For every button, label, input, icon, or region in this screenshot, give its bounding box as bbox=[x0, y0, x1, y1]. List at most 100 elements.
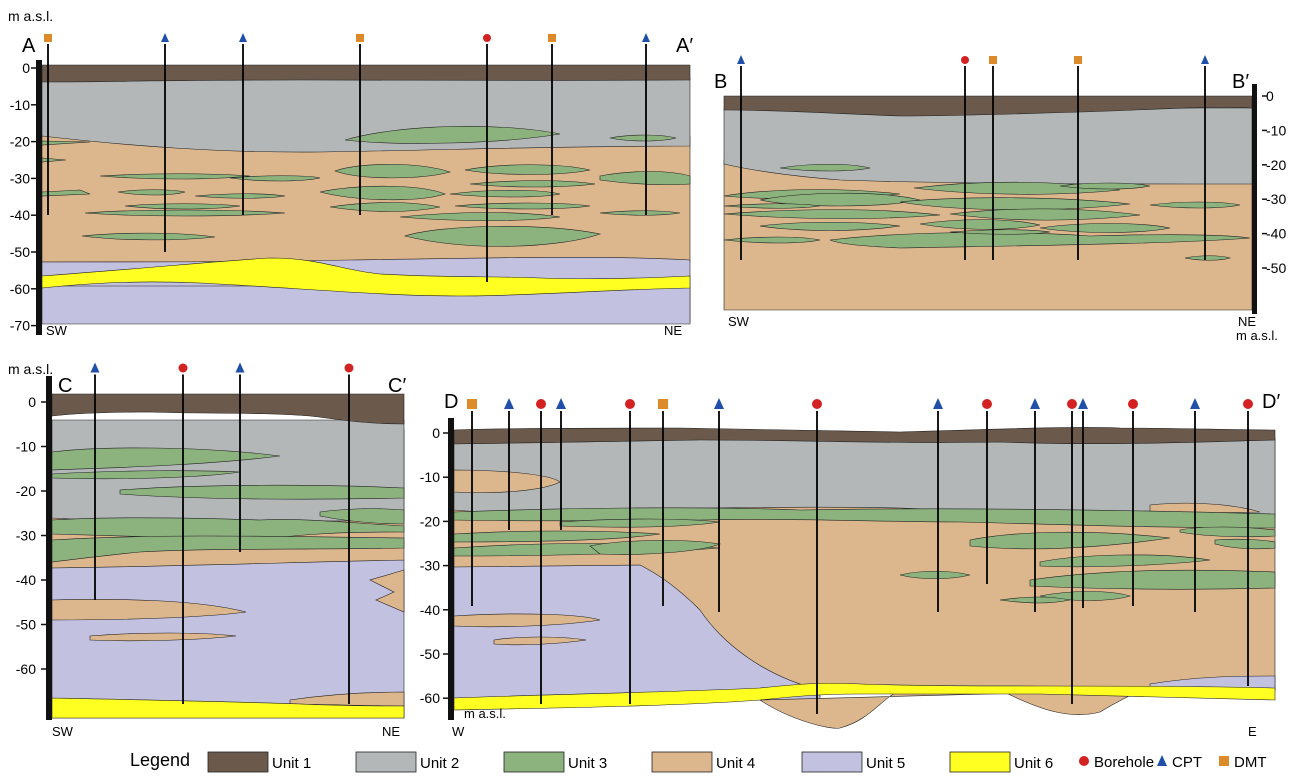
section-a-tick-label: -70 bbox=[10, 318, 30, 334]
section-d-direction-left: W bbox=[452, 724, 465, 739]
section-d-tick-label: -30 bbox=[420, 558, 440, 574]
section-b-borehole-marker bbox=[961, 56, 969, 64]
section-a-unit1 bbox=[41, 64, 691, 83]
section-b-cpt-marker bbox=[737, 55, 745, 64]
section-b-dmt-marker bbox=[989, 56, 997, 64]
section-d-borehole-marker bbox=[536, 399, 546, 409]
section-d-cpt-marker bbox=[504, 398, 514, 409]
section-b-unit3-lenses bbox=[723, 163, 1251, 261]
section-d-unit-label: m a.s.l. bbox=[464, 706, 506, 721]
section-a-unit-label: m a.s.l. bbox=[8, 8, 53, 24]
section-a-label-left: A bbox=[22, 35, 36, 57]
section-a-tick-label: -10 bbox=[10, 97, 30, 113]
section-d-direction-right: E bbox=[1248, 724, 1257, 739]
section-d-unit4-lens-1 bbox=[453, 613, 601, 628]
section-d-cpt-marker bbox=[1030, 398, 1040, 409]
legend-swatch-unit-1 bbox=[207, 751, 269, 773]
section-d-unit4-lens-2 bbox=[493, 636, 587, 646]
section-c-axis: 0-10-20-30-40-50-60 bbox=[16, 376, 52, 720]
section-a-unit6 bbox=[41, 257, 691, 297]
section-a-dmt-marker bbox=[44, 34, 52, 42]
legend-swatch-unit-2 bbox=[355, 751, 417, 773]
section-b-cpt-marker bbox=[1201, 55, 1209, 64]
legend-borehole-symbol bbox=[1079, 756, 1089, 766]
section-d-borehole-marker bbox=[625, 399, 635, 409]
section-c-unit4-lens-1 bbox=[51, 599, 247, 621]
section-a-tick-label: -30 bbox=[10, 170, 30, 186]
legend-label-unit-5: Unit 5 bbox=[866, 755, 905, 772]
section-d-unit4-top-lens bbox=[453, 469, 561, 493]
section-d-dmt-marker bbox=[467, 399, 477, 409]
cross-section-b: B B′ 0-10-20-30-40-50 bbox=[714, 55, 1286, 343]
legend-swatch-unit-3 bbox=[503, 751, 565, 773]
legend-cpt-symbol bbox=[1157, 755, 1167, 766]
section-d-borehole-marker bbox=[812, 399, 822, 409]
section-a-cpt-marker bbox=[642, 33, 650, 42]
section-d-borehole-marker bbox=[1243, 399, 1253, 409]
section-c-tick-label: -60 bbox=[16, 661, 36, 677]
section-c-label-right: C′ bbox=[388, 375, 406, 397]
legend-swatch-unit-6 bbox=[949, 751, 1011, 773]
section-d-dmt-marker bbox=[658, 399, 668, 409]
section-d-cpt-marker bbox=[1190, 398, 1200, 409]
section-c-direction-left: SW bbox=[52, 724, 74, 739]
section-a-dmt-marker bbox=[356, 34, 364, 42]
section-a-borehole-marker bbox=[483, 34, 491, 42]
section-c-tick-label: -30 bbox=[16, 528, 36, 544]
section-d-borehole-marker bbox=[1067, 399, 1077, 409]
legend-label-borehole: Borehole bbox=[1094, 754, 1154, 771]
section-c-cpt-marker bbox=[90, 362, 100, 373]
section-c-tick-label: 0 bbox=[28, 394, 36, 410]
section-d-tick-label: -40 bbox=[420, 602, 440, 618]
section-a-unit3-lenses bbox=[41, 126, 691, 247]
section-b-axis: 0-10-20-30-40-50 bbox=[1252, 84, 1286, 314]
section-a-tick-label: -50 bbox=[10, 244, 30, 260]
cross-section-c: m a.s.l. C C′ 0-10-20-30-40-50-60 SW NE bbox=[8, 361, 406, 739]
legend-label-unit-4: Unit 4 bbox=[716, 755, 755, 772]
section-d-label-left: D bbox=[444, 391, 458, 413]
section-d-unit3-lenses bbox=[453, 507, 1276, 604]
section-c-unit6 bbox=[51, 697, 405, 719]
cross-section-d: D D′ 0-10-20-30-40-5 bbox=[420, 391, 1281, 739]
section-c-borehole-marker bbox=[344, 363, 354, 373]
section-b-unit2 bbox=[723, 107, 1253, 185]
legend-label-unit-1: Unit 1 bbox=[272, 755, 311, 772]
section-d-cpt-marker bbox=[933, 398, 943, 409]
section-c-tick-label: -40 bbox=[16, 572, 36, 588]
section-b-label-left: B bbox=[714, 71, 727, 93]
section-b-tick-label: -40 bbox=[1266, 226, 1286, 242]
legend-label-unit-6: Unit 6 bbox=[1014, 755, 1053, 772]
section-d-tick-label: -50 bbox=[420, 646, 440, 662]
section-b-unit-label: m a.s.l. bbox=[1236, 328, 1278, 343]
section-a-tick-label: -20 bbox=[10, 134, 30, 150]
legend-label-dmt: DMT bbox=[1234, 754, 1267, 771]
section-c-unit4-wedge bbox=[369, 569, 405, 613]
section-d-borehole-marker bbox=[982, 399, 992, 409]
legend-swatch-unit-5 bbox=[801, 751, 863, 773]
section-b-tick-label: -30 bbox=[1266, 191, 1286, 207]
section-a-cpt-marker bbox=[239, 33, 247, 42]
section-a-cpt-marker bbox=[161, 33, 169, 42]
section-c-unit-label: m a.s.l. bbox=[8, 361, 53, 377]
section-d-tick-label: -60 bbox=[420, 690, 440, 706]
section-a-tick-label: -60 bbox=[10, 281, 30, 297]
section-a-tick-label: -40 bbox=[10, 207, 30, 223]
section-d-tick-label: -20 bbox=[420, 513, 440, 529]
section-d-cpt-marker bbox=[556, 398, 566, 409]
section-c-label-left: C bbox=[58, 375, 72, 397]
section-d-borehole-marker bbox=[1128, 399, 1138, 409]
section-a-label-right: A′ bbox=[676, 35, 693, 57]
section-b-label-right: B′ bbox=[1232, 71, 1249, 93]
legend-label-unit-2: Unit 2 bbox=[420, 755, 459, 772]
section-c-tick-label: -20 bbox=[16, 483, 36, 499]
section-b-tick-label: -50 bbox=[1266, 260, 1286, 276]
section-c-unit1 bbox=[51, 393, 405, 425]
section-d-unit6 bbox=[453, 682, 1276, 711]
section-d-axis: 0-10-20-30-40-50-60 bbox=[420, 418, 454, 720]
section-c-tick-label: -50 bbox=[16, 617, 36, 633]
section-a-axis: 0-10-20-30-40-50-60-70 bbox=[10, 60, 42, 335]
section-c-cpt-marker bbox=[235, 362, 245, 373]
section-d-cpt-marker bbox=[1078, 398, 1088, 409]
section-a-dmt-marker bbox=[548, 34, 556, 42]
